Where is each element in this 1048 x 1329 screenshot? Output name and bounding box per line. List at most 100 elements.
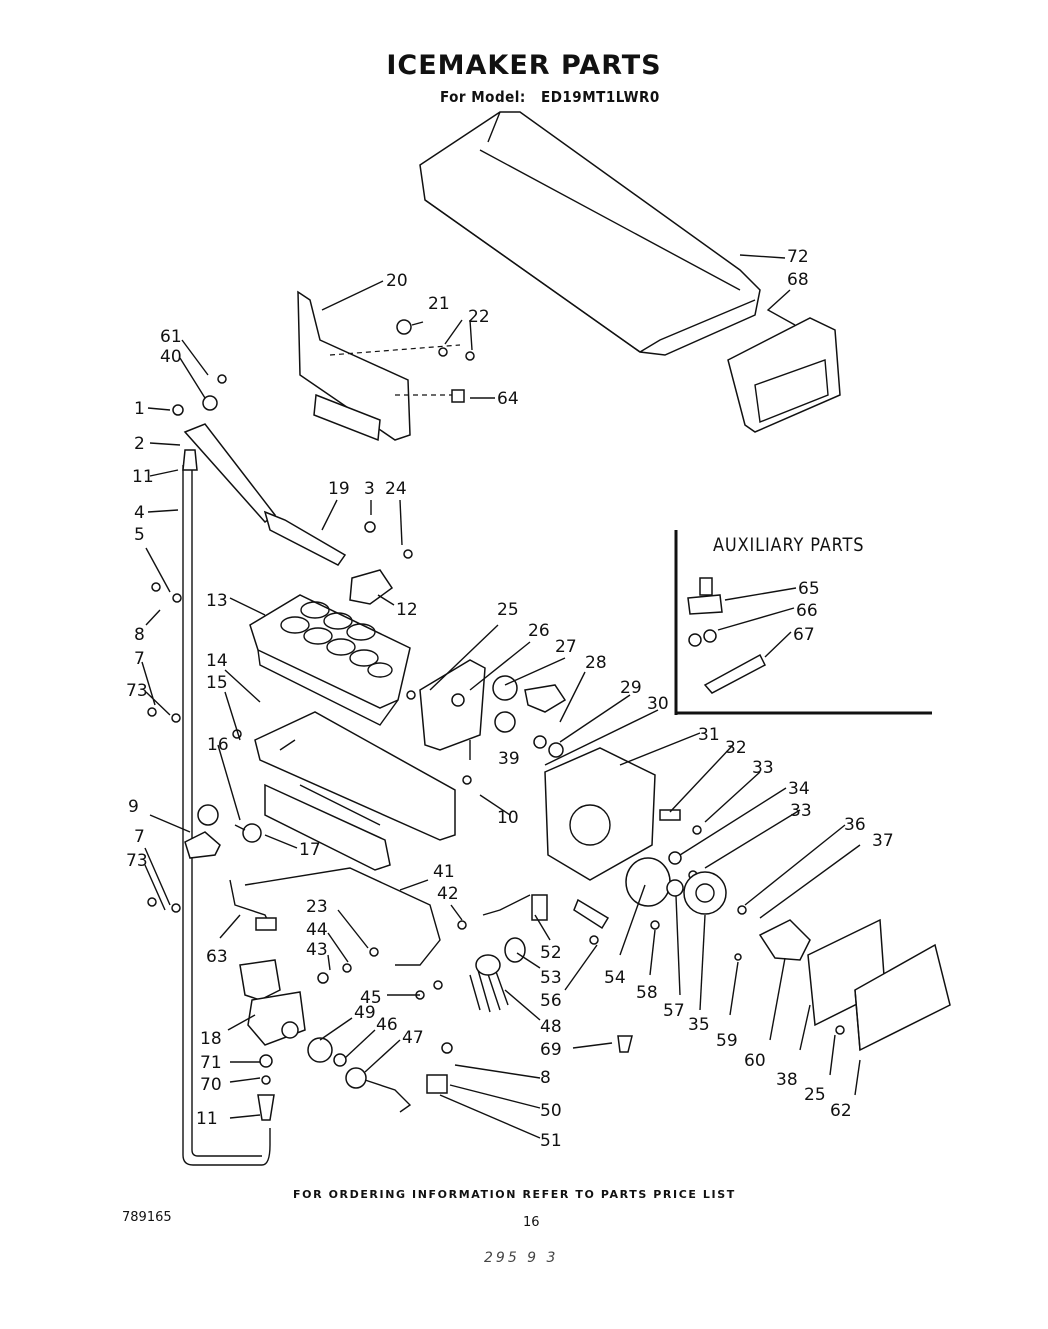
callout-11: 11 (132, 467, 154, 487)
callout-33: 33 (752, 758, 774, 778)
callout-73b: 73 (126, 851, 148, 871)
callout-20: 20 (386, 271, 408, 291)
mounting-plate (419, 659, 486, 751)
motor-and-gears (625, 857, 727, 915)
callout-2: 2 (134, 434, 145, 454)
date-stamp: 295 9 3 (484, 1250, 559, 1266)
callout-10: 10 (497, 808, 519, 828)
callout-18: 18 (200, 1029, 222, 1049)
auxiliary-parts-box (674, 530, 932, 715)
callout-15: 15 (206, 673, 228, 693)
callout-19: 19 (328, 479, 350, 499)
leader-lines (141, 254, 861, 1139)
callout-67: 67 (793, 625, 815, 645)
callout-41: 41 (433, 862, 455, 882)
water-valve (239, 959, 412, 1121)
harness-screws (317, 920, 467, 1000)
callout-17: 17 (299, 840, 321, 860)
page-number: 16 (523, 1215, 540, 1230)
callout-65: 65 (798, 579, 820, 599)
callout-35: 35 (688, 1015, 710, 1035)
model-number: ED19MT1LWR0 (540, 88, 660, 106)
callout-33b: 33 (790, 801, 812, 821)
callout-42: 42 (437, 884, 459, 904)
callout-labels: 72 68 20 21 22 64 61 40 1 2 11 4 19 3 24… (126, 247, 894, 1151)
callout-60: 60 (744, 1051, 766, 1071)
callout-8: 8 (134, 625, 145, 645)
callout-39: 39 (498, 749, 520, 769)
callout-56: 56 (540, 991, 562, 1011)
auxiliary-parts-title: AUXILIARY PARTS (713, 534, 865, 556)
icemaker-housing (254, 711, 456, 871)
callout-53: 53 (540, 968, 562, 988)
callout-37: 37 (872, 831, 894, 851)
callout-52: 52 (540, 943, 562, 963)
callout-54: 54 (604, 968, 626, 988)
callout-1: 1 (134, 399, 145, 419)
callout-26: 26 (528, 621, 550, 641)
callout-63: 63 (206, 947, 228, 967)
callout-8b: 8 (540, 1068, 551, 1088)
callout-12: 12 (396, 600, 418, 620)
callout-4: 4 (134, 503, 145, 523)
callout-7b: 7 (134, 827, 145, 847)
tube-clamp (426, 1035, 633, 1094)
callout-72: 72 (787, 247, 809, 267)
drive-gears (492, 675, 567, 758)
callout-59: 59 (716, 1031, 738, 1051)
callout-31: 31 (698, 725, 720, 745)
callout-69: 69 (540, 1040, 562, 1060)
connectors (469, 894, 660, 1013)
callout-61: 61 (160, 327, 182, 347)
support-bracket (349, 521, 413, 605)
callout-49: 49 (354, 1003, 376, 1023)
callout-23: 23 (306, 897, 328, 917)
control-housing (544, 747, 656, 881)
callout-48: 48 (540, 1017, 562, 1037)
wire-harness (229, 867, 441, 966)
callout-68: 68 (787, 270, 809, 290)
callout-9: 9 (128, 797, 139, 817)
callout-34: 34 (788, 779, 810, 799)
callout-46: 46 (376, 1015, 398, 1035)
callout-5: 5 (134, 525, 145, 545)
callout-3: 3 (364, 479, 375, 499)
document-number: 789165 (122, 1210, 172, 1225)
callout-27: 27 (555, 637, 577, 657)
model-line: For Model: ED19MT1LWR0 (440, 88, 660, 106)
callout-7: 7 (134, 649, 145, 669)
callout-47: 47 (402, 1028, 424, 1048)
callout-50: 50 (540, 1101, 562, 1121)
callout-32: 32 (725, 738, 747, 758)
front-covers (807, 918, 951, 1052)
side-screws (147, 582, 182, 913)
ordering-note: FOR ORDERING INFORMATION REFER TO PARTS … (293, 1188, 736, 1201)
callout-43: 43 (306, 940, 328, 960)
callout-25b: 25 (804, 1085, 826, 1105)
callout-58: 58 (636, 983, 658, 1003)
callout-24: 24 (385, 479, 407, 499)
callout-29: 29 (620, 678, 642, 698)
callout-70: 70 (200, 1075, 222, 1095)
callout-38: 38 (776, 1070, 798, 1090)
callout-66: 66 (796, 601, 818, 621)
callout-14: 14 (206, 651, 228, 671)
callout-16: 16 (207, 735, 229, 755)
callout-22: 22 (468, 307, 490, 327)
fill-arm (172, 374, 347, 566)
mounting-bracket (297, 290, 461, 442)
water-tube (182, 449, 271, 1166)
page-title: ICEMAKER PARTS (386, 50, 662, 81)
callout-73: 73 (126, 681, 148, 701)
heater-and-switch (184, 804, 262, 859)
callout-64: 64 (497, 389, 519, 409)
thermostat-assembly (734, 905, 811, 961)
callout-21: 21 (428, 294, 450, 314)
callout-62: 62 (830, 1101, 852, 1121)
callout-51: 51 (540, 1131, 562, 1151)
callout-36: 36 (844, 815, 866, 835)
callout-13: 13 (206, 591, 228, 611)
callout-57: 57 (663, 1001, 685, 1021)
